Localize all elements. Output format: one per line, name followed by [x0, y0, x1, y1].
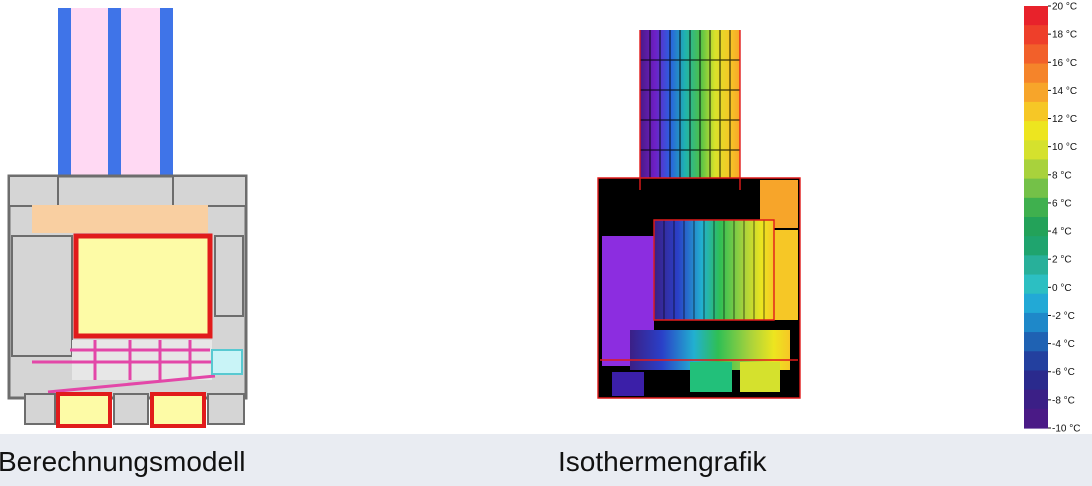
legend-color-band [1024, 44, 1048, 65]
thermal-breaks [32, 340, 230, 394]
chamber-right [214, 235, 244, 317]
chamber-bottom-2 [113, 393, 149, 425]
calculation-model-drawing [7, 8, 248, 428]
legend-color-band [1024, 82, 1048, 103]
isotherm-drawing [590, 0, 820, 410]
caption-isotherm: Isothermengrafik [558, 446, 767, 477]
legend-color-band [1024, 63, 1048, 84]
legend-color-band [1024, 140, 1048, 161]
glass-pane-inner [160, 8, 173, 208]
temperature-legend: 20 °C 18 °C 16 °C 14 °C 12 °C 10 °C 8 °C 6 °C 4 … [1020, 0, 1092, 435]
legend-color-band [1024, 274, 1048, 295]
legend-label: -2 °C [1052, 311, 1075, 322]
legend-color-band [1024, 312, 1048, 333]
isotherm-lines-core [663, 220, 765, 320]
legend-color-band [1024, 236, 1048, 256]
legend-color-band [1024, 25, 1048, 45]
caption-bar: Berechnungsmodell Isothermengrafik [0, 434, 1092, 486]
legend-label: 6 °C [1052, 198, 1072, 209]
chamber-bottom-1 [24, 393, 56, 425]
legend-label: -6 °C [1052, 367, 1075, 378]
insulation-bottom-left [56, 392, 112, 428]
legend-label: 4 °C [1052, 227, 1072, 238]
legend-label: 12 °C [1052, 114, 1077, 125]
legend-color-band [1024, 408, 1048, 429]
sash-left-top [8, 175, 59, 207]
legend-label: 10 °C [1052, 142, 1077, 153]
legend-color-band [1024, 121, 1048, 141]
legend-label: 14 °C [1052, 86, 1077, 97]
legend-label: -10 °C [1052, 424, 1080, 433]
calculation-model-panel [0, 0, 260, 432]
legend-label: 2 °C [1052, 255, 1072, 266]
chamber-bottom-3 [207, 393, 245, 425]
isotherm-material-boundaries [597, 30, 801, 399]
legend-color-band [1024, 101, 1048, 122]
sash-right-top [172, 175, 247, 207]
isotherm-panel [590, 0, 820, 410]
legend-label: 18 °C [1052, 30, 1077, 41]
legend-label: 0 °C [1052, 283, 1072, 294]
legend-label: -4 °C [1052, 339, 1075, 350]
legend-color-band [1024, 217, 1048, 237]
legend-label: 16 °C [1052, 58, 1077, 69]
legend-color-band [1024, 255, 1048, 276]
glass-pane-middle [108, 8, 121, 208]
legend-color-band [1024, 293, 1048, 314]
insulation-bottom-right [150, 392, 206, 428]
chamber-left [11, 235, 73, 357]
legend-color-band [1024, 370, 1048, 391]
legend-color-band [1024, 389, 1048, 410]
temperature-legend-scale: 20 °C 18 °C 16 °C 14 °C 12 °C 10 °C 8 °C 6 °C 4 … [1024, 2, 1080, 435]
legend-color-band [1024, 332, 1048, 352]
seal-zone-over [32, 205, 208, 233]
isotherm-bottom-middle [690, 362, 732, 392]
legend-color-band [1024, 6, 1048, 26]
legend-label: 20 °C [1052, 2, 1077, 13]
legend-color-band [1024, 351, 1048, 372]
isotherm-bottom-left [612, 372, 644, 396]
legend-label: -8 °C [1052, 395, 1075, 406]
isotherm-bottom-right [740, 362, 780, 392]
seal-right [211, 349, 243, 375]
isotherm-lines-glass [640, 30, 740, 190]
legend-label: 8 °C [1052, 170, 1072, 181]
legend-color-band [1024, 178, 1048, 199]
insulation-core [73, 233, 213, 339]
isotherm-chamber-right [772, 230, 798, 320]
legend-color-band [1024, 159, 1048, 180]
caption-calculation-model: Berechnungsmodell [0, 446, 246, 477]
glass-pane-outer [58, 8, 71, 208]
legend-color-band [1024, 197, 1048, 218]
